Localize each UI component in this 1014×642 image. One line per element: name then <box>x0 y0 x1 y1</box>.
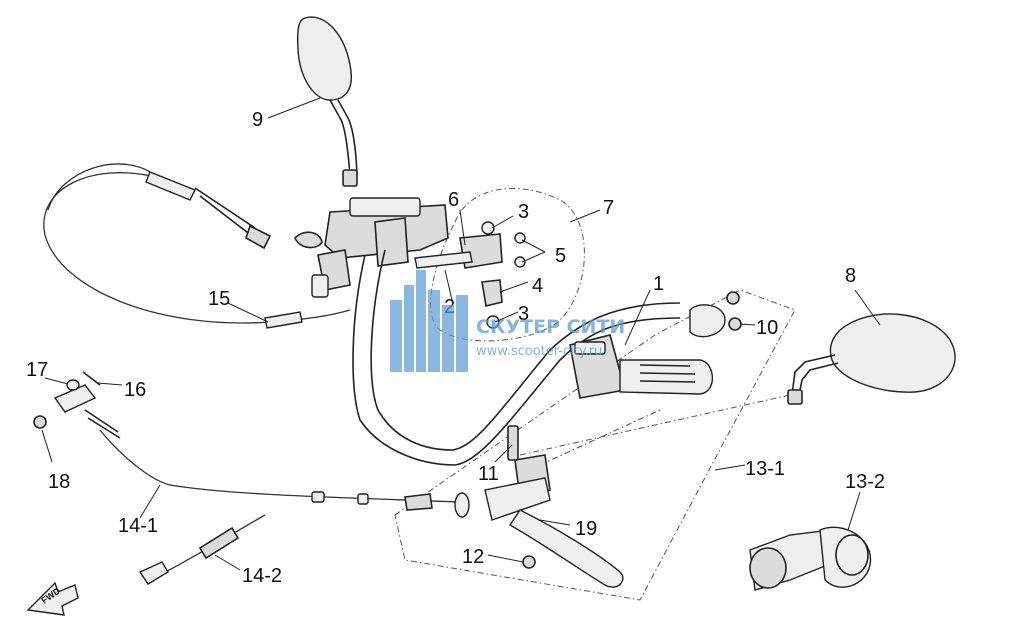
clamp-10 <box>689 291 742 338</box>
callout-11: 11 <box>478 463 499 485</box>
callout-13-2: 13-2 <box>845 471 885 493</box>
callout-3-upper: 3 <box>518 201 529 223</box>
callout-4: 4 <box>532 275 543 297</box>
assembly-outline-13-1 <box>394 289 796 601</box>
watermark-city-icon <box>390 270 468 372</box>
cable-14-2 <box>138 514 266 585</box>
cable-15-end <box>264 311 303 329</box>
cable-15 <box>43 172 351 324</box>
cable-14-1-fittings <box>53 384 470 518</box>
callout-5: 5 <box>555 245 566 267</box>
callout-10: 10 <box>756 317 778 339</box>
lever-assembly <box>484 425 624 588</box>
callout-19: 19 <box>575 518 597 540</box>
mirror-mount-13-2 <box>749 526 872 591</box>
cable-15-spring <box>145 171 272 250</box>
right-mirror <box>787 313 956 405</box>
callout-7: 7 <box>603 197 614 219</box>
callout-1: 1 <box>653 273 664 295</box>
watermark-name: СКУТЕР СИТИ <box>476 316 625 338</box>
callout-14-2: 14-2 <box>242 565 282 587</box>
handlebar <box>352 249 681 466</box>
callout-8: 8 <box>845 265 856 287</box>
throttle-assembly <box>569 334 714 399</box>
watermark: СКУТЕР СИТИ www.scooter-city.ru <box>390 270 625 372</box>
callout-15: 15 <box>208 288 230 310</box>
guide-line-lever <box>539 409 661 466</box>
fwd-arrow: FWD <box>26 581 79 616</box>
callout-13-1: 13-1 <box>745 458 785 480</box>
callout-14-1: 14-1 <box>118 515 158 537</box>
watermark-url: www.scooter-city.ru <box>476 344 602 359</box>
callouts: 9 1 6 3 5 4 3 2 7 8 10 11 12 19 13-1 13-… <box>26 109 885 587</box>
callout-17: 17 <box>26 359 48 381</box>
small-parts <box>33 371 101 429</box>
callout-3-lower: 3 <box>518 303 529 325</box>
callout-6: 6 <box>448 189 459 211</box>
callout-16: 16 <box>124 379 146 401</box>
callout-9: 9 <box>252 109 263 131</box>
left-mirror <box>296 16 358 187</box>
guide-line-mirror <box>519 394 791 456</box>
leader-lines <box>41 97 881 571</box>
cable-14-1 <box>99 429 461 503</box>
lever-bracket <box>414 221 526 329</box>
callout-18: 18 <box>48 471 70 493</box>
callout-12: 12 <box>462 546 484 568</box>
cable-15-upper <box>47 163 156 211</box>
